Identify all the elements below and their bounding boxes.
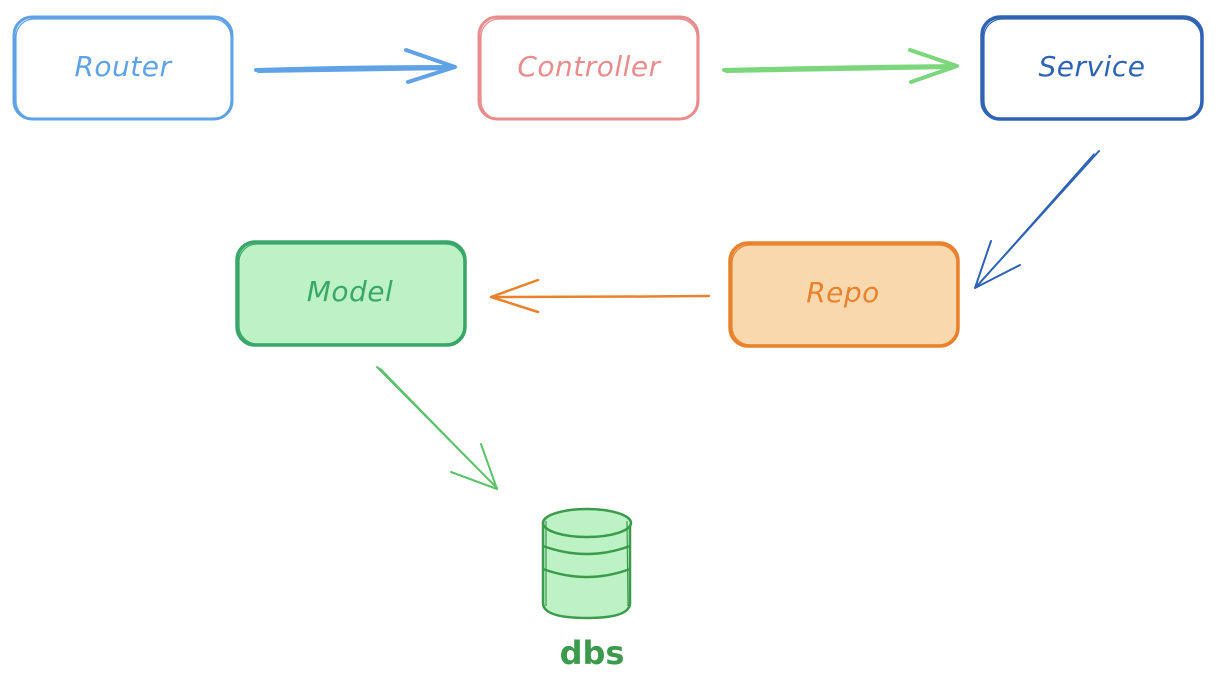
node-box xyxy=(728,241,960,348)
arrow-shaft xyxy=(722,64,958,72)
controller-node: Controller xyxy=(477,15,700,121)
arrow-shaft-sketch xyxy=(379,367,496,487)
arrowhead xyxy=(489,278,540,314)
arrowhead xyxy=(404,48,457,84)
node-box-sketch xyxy=(983,18,1202,120)
database-sketch-right xyxy=(626,520,629,607)
arrowhead xyxy=(450,443,498,490)
node-box xyxy=(235,240,467,347)
model-node: Model xyxy=(235,240,467,347)
edge-controller-to-service xyxy=(722,48,959,84)
edge-router-to-controller xyxy=(254,48,457,84)
router-node: Router xyxy=(12,15,234,121)
arrowhead xyxy=(908,48,959,84)
database-icon: dbs xyxy=(541,507,633,672)
node-box-sketch xyxy=(731,244,958,346)
arrow-shaft-sketch xyxy=(257,68,453,73)
database-body xyxy=(541,521,632,620)
model-label: Model xyxy=(307,275,394,308)
service-node: Service xyxy=(980,15,1204,121)
repo-label: Repo xyxy=(806,276,880,309)
edge-service-to-repo xyxy=(974,150,1100,289)
database-top xyxy=(541,507,633,539)
edge-repo-to-model xyxy=(489,278,711,314)
node-box-sketch xyxy=(480,18,698,120)
database-ring-2 xyxy=(542,567,631,579)
repo-node: Repo xyxy=(728,241,960,348)
arrowhead xyxy=(974,240,1021,289)
router-label: Router xyxy=(74,50,172,83)
service-label: Service xyxy=(1039,50,1146,83)
arrow-shaft-sketch xyxy=(725,67,955,73)
node-box-sketch xyxy=(238,243,465,345)
database-label: dbs xyxy=(560,634,625,672)
arrow-shaft xyxy=(254,65,456,72)
arrow-shaft-sketch xyxy=(978,153,1095,285)
arrow-shaft xyxy=(490,294,711,299)
edge-model-to-database xyxy=(376,366,498,490)
database-ring-1 xyxy=(542,544,631,556)
controller-label: Controller xyxy=(517,50,661,83)
node-box-sketch xyxy=(15,18,232,120)
